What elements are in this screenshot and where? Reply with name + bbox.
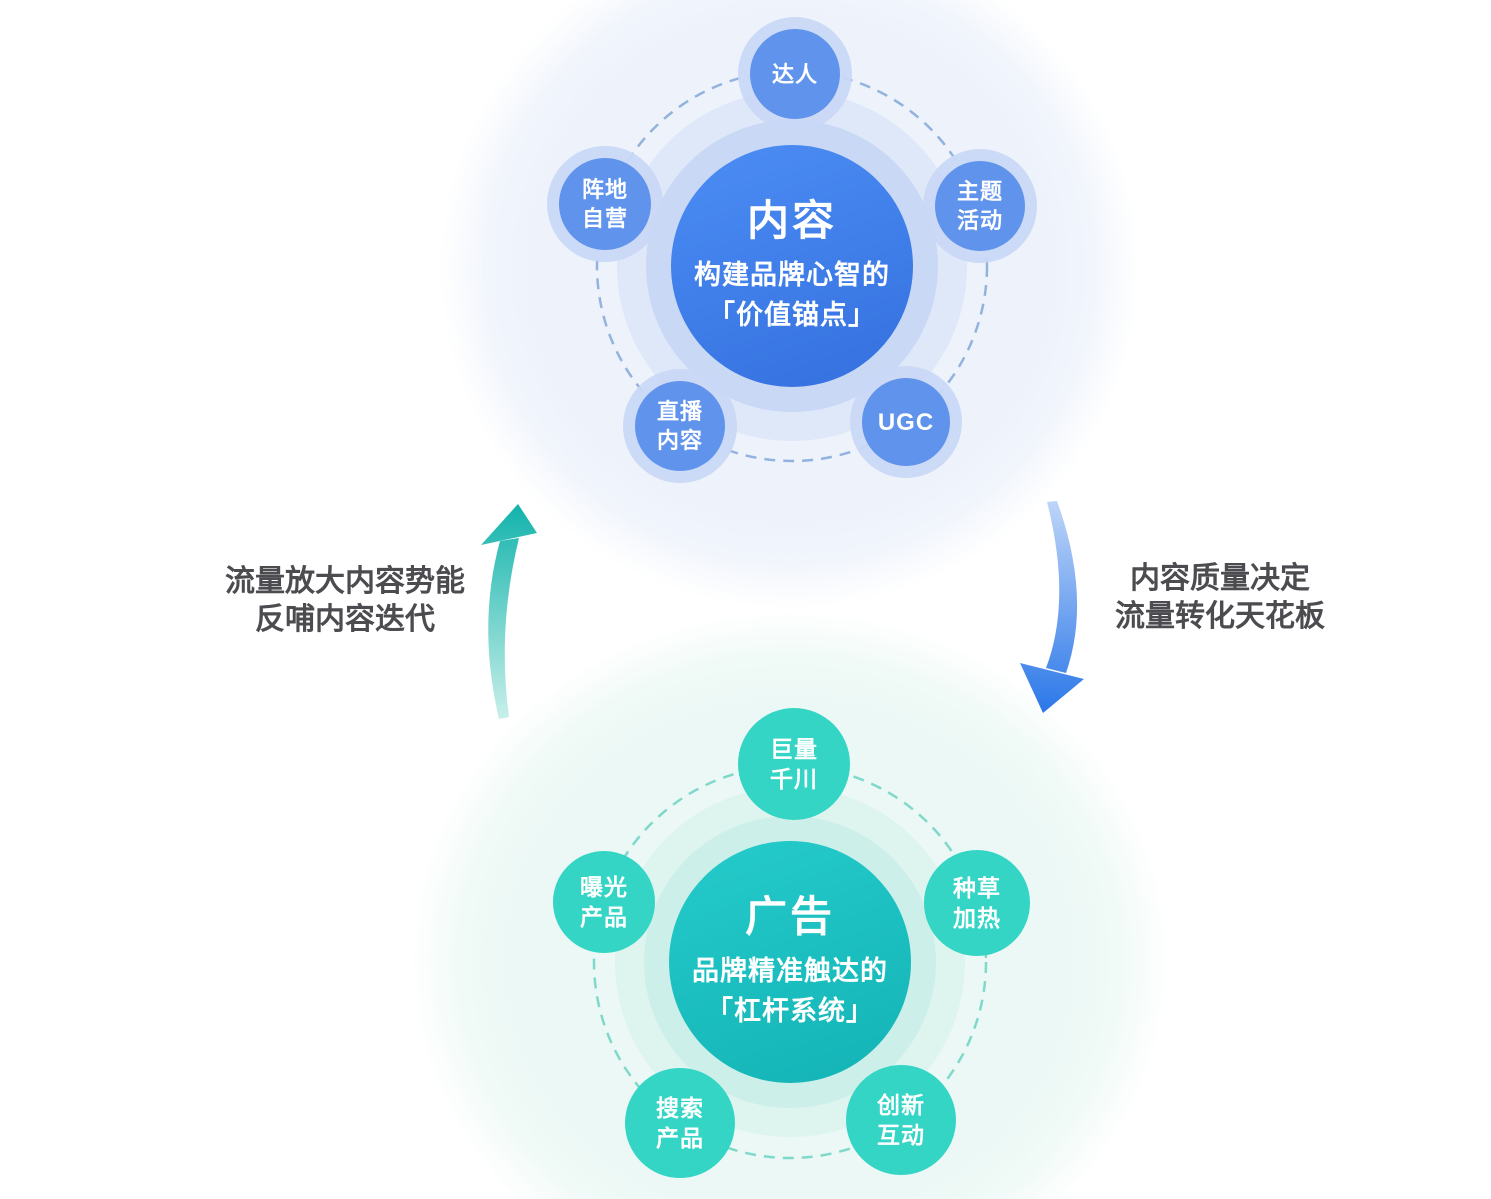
satellite-theme-activity-label: 主题 活动 xyxy=(956,179,1003,233)
satellite-innovative-interaction: 创新 互动 xyxy=(846,1065,956,1175)
satellite-owned-position-label: 阵地 自营 xyxy=(581,177,628,231)
satellite-owned-position: 阵地 自营 xyxy=(559,158,651,250)
satellite-juliang-qianchuan-label: 巨量 千川 xyxy=(770,736,818,792)
satellite-ugc-label: UGC xyxy=(877,408,935,436)
satellite-exposure-product-label: 曝光 产品 xyxy=(580,874,628,930)
ad-orbit-dashed-ring xyxy=(592,764,988,1160)
ad-center-title: 广告 xyxy=(744,893,835,940)
ad-center-subtitle: 品牌精准触达的 「杠杆系统」 xyxy=(692,956,888,1026)
satellite-innovative-interaction-label: 创新 互动 xyxy=(877,1092,925,1148)
satellite-talent-label: 达人 xyxy=(771,61,818,87)
satellite-theme-activity: 主题 活动 xyxy=(935,161,1025,251)
content-center-subtitle: 构建品牌心智的 「价值锚点」 xyxy=(694,260,890,330)
satellite-talent: 达人 xyxy=(750,29,840,119)
upward-feedback-arrow xyxy=(481,504,537,719)
satellite-live-content: 直播 内容 xyxy=(635,381,725,471)
downward-conversion-arrow xyxy=(1020,501,1084,713)
satellite-seeding-heating-label: 种草 加热 xyxy=(953,875,1001,931)
content-center-title: 内容 xyxy=(746,197,837,244)
satellite-seeding-heating: 种草 加热 xyxy=(924,850,1030,956)
satellite-ugc: UGC xyxy=(862,378,950,466)
satellite-search-product: 搜索 产品 xyxy=(625,1068,735,1178)
feedback-annotation: 流量放大内容势能 反哺内容迭代 xyxy=(225,565,465,636)
satellite-exposure-product: 曝光 产品 xyxy=(553,851,655,953)
conversion-annotation: 内容质量决定 流量转化天花板 xyxy=(1115,562,1325,633)
satellite-juliang-qianchuan: 巨量 千川 xyxy=(738,708,850,820)
satellite-live-content-label: 直播 内容 xyxy=(656,399,703,453)
ad-center-node: 广告 品牌精准触达的 「杠杆系统」 xyxy=(669,841,911,1083)
satellite-search-product-label: 搜索 产品 xyxy=(656,1095,704,1151)
content-center-node: 内容 构建品牌心智的 「价值锚点」 xyxy=(671,145,913,387)
